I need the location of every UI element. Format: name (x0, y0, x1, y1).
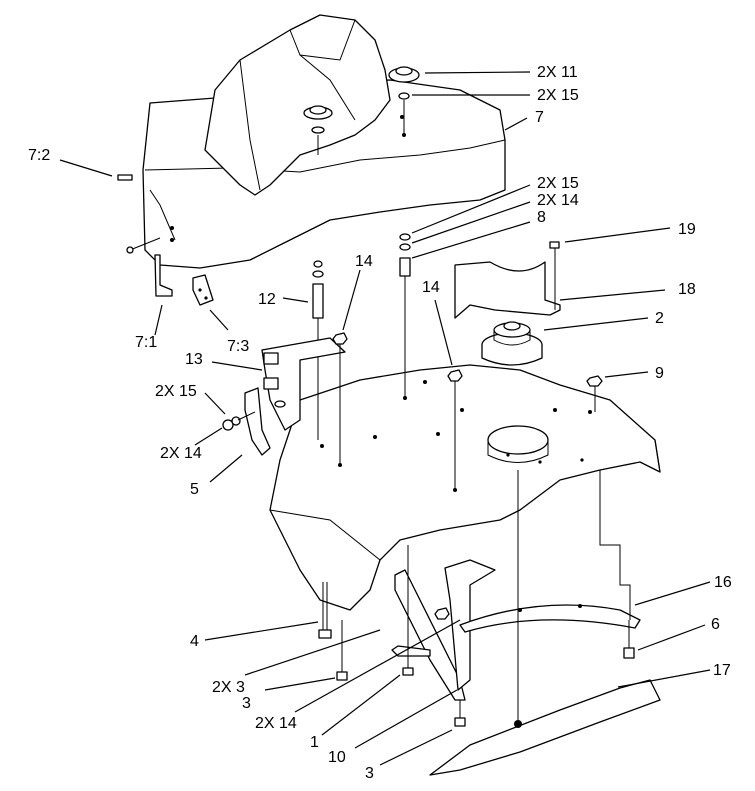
callout-14-upper: 14 (355, 253, 373, 270)
callout-18: 18 (678, 281, 696, 298)
callout-1: 1 (310, 734, 319, 751)
callout-5: 5 (190, 481, 199, 498)
callout-labels: 2X 11 2X 15 7 7:2 2X 15 2X 14 8 19 14 12… (28, 64, 732, 782)
callout-17: 17 (713, 662, 731, 679)
callout-2x15-left: 2X 15 (155, 383, 197, 400)
callout-2x15-top: 2X 15 (537, 87, 579, 104)
callout-14-center: 14 (422, 279, 440, 296)
callout-19: 19 (678, 221, 696, 238)
callout-2x3: 2X 3 (212, 679, 245, 696)
callout-9: 9 (655, 365, 664, 382)
callout-12: 12 (258, 291, 276, 308)
pulley-part-2 (481, 321, 543, 366)
callout-2x14-lower: 2X 14 (255, 715, 297, 732)
spacer-stack-part-8 (399, 233, 411, 398)
bolt-part-3b (454, 700, 466, 727)
nut-part-9 (586, 375, 603, 387)
callout-3-bottom: 3 (365, 765, 374, 782)
callout-3-left: 3 (242, 695, 251, 712)
callout-7-2: 7:2 (28, 147, 50, 164)
callout-4: 4 (190, 633, 199, 650)
screw-icon (126, 237, 161, 254)
baffle-part-16 (459, 604, 641, 633)
callout-7-1: 7:1 (135, 334, 157, 351)
callout-2x14-mid: 2X 14 (537, 192, 579, 209)
callout-2: 2 (655, 310, 664, 327)
bolt-part-3a (336, 620, 348, 681)
callout-7: 7 (535, 109, 544, 126)
latch-part-7-1 (154, 254, 173, 297)
hook-bracket-part-5 (222, 387, 286, 456)
nut-part-14 (447, 369, 463, 382)
pin-part-7-2 (117, 174, 133, 181)
bracket-part-7-3 (192, 274, 214, 306)
callout-13: 13 (185, 351, 203, 368)
bolt-part-4 (318, 582, 332, 639)
callout-7-3: 7:3 (227, 338, 249, 355)
spacer-stack-part-12 (312, 260, 324, 440)
alignment-line (599, 470, 631, 620)
mower-deck-plate (269, 364, 661, 611)
bolt-part-6 (623, 620, 635, 659)
belt-cover-part-18 (454, 261, 561, 319)
callout-8: 8 (537, 209, 546, 226)
callout-2x15-mid: 2X 15 (537, 175, 579, 192)
leader-lines (59, 71, 711, 766)
callout-10: 10 (328, 749, 346, 766)
callout-6: 6 (711, 616, 720, 633)
body-shell-part-7 (142, 14, 506, 269)
blade-part-17 (429, 679, 661, 776)
callout-16: 16 (714, 574, 732, 591)
callout-2x11-top: 2X 11 (537, 64, 578, 81)
bolt-part-19 (549, 241, 560, 310)
callout-2x14-left: 2X 14 (160, 445, 202, 462)
